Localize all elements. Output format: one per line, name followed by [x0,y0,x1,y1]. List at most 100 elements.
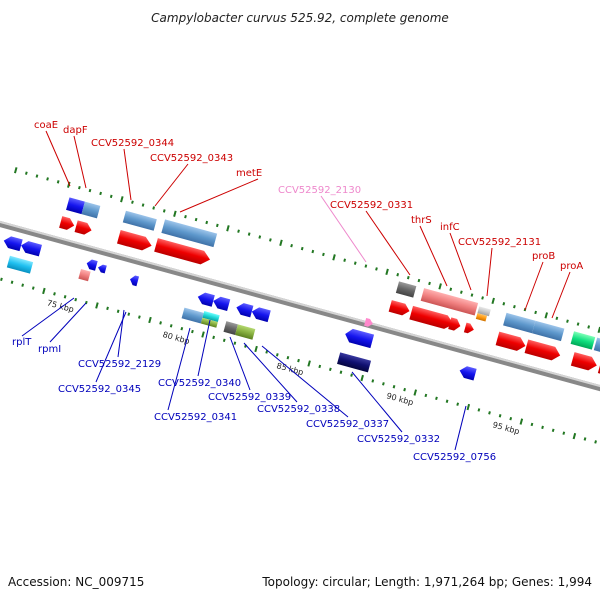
reverse-gene-arrow[interactable] [212,295,231,312]
leader-line [21,297,75,337]
gene-box[interactable] [181,307,204,324]
gene-box[interactable] [122,210,157,231]
scale-tick [194,217,198,222]
gene-label[interactable]: rplT [12,337,32,348]
scale-tick [180,326,184,331]
gene-label[interactable]: CCV52592_0331 [330,200,413,211]
scale-tick [226,225,230,232]
gene-label[interactable]: CCV52592_0332 [357,434,440,445]
forward-gene-arrow[interactable] [463,322,475,335]
reverse-gene-arrow[interactable] [250,306,271,323]
gene-box[interactable] [593,337,600,356]
leader-line [320,195,367,263]
leader-line [167,327,191,411]
scale-tick [470,293,474,297]
reverse-gene-arrow[interactable] [97,264,107,274]
scale-tick [424,393,428,398]
reverse-gene-arrow[interactable] [458,365,477,381]
gene-label[interactable]: rpmI [38,344,61,355]
gene-label[interactable]: dapF [63,125,88,136]
forward-gene-arrow[interactable] [59,216,76,231]
forward-gene-arrow[interactable] [448,317,462,331]
scale-tick [78,185,81,190]
scale-tick [576,322,580,326]
gene-box[interactable] [202,310,220,322]
scale-tick [392,385,396,389]
reverse-gene-arrow[interactable] [2,235,23,252]
gene-label[interactable]: metE [236,168,262,179]
reverse-gene-arrow[interactable] [196,291,215,307]
scale-tick [551,428,555,432]
forward-gene-arrow[interactable] [495,331,528,353]
leader-line [365,210,411,276]
scale-tick [445,399,449,403]
gene-box[interactable] [570,331,596,350]
gene-box[interactable] [532,320,565,342]
reverse-gene-arrow[interactable] [235,302,254,318]
gene-label[interactable]: CCV52592_0343 [150,153,233,164]
gene-label[interactable]: CCV52592_0337 [306,419,389,430]
scale-tick [290,244,293,248]
scale-tick [173,210,177,217]
forward-gene-arrow[interactable] [570,352,599,372]
gene-box[interactable] [78,268,91,282]
gene-box[interactable] [337,352,372,373]
scale-tick [269,238,272,242]
reverse-gene-arrow[interactable] [343,327,375,349]
gene-label[interactable]: proB [532,251,555,262]
scale-tick [544,312,549,319]
forward-gene-arrow[interactable] [116,230,153,252]
leader-line [117,309,125,358]
gene-label[interactable]: proA [560,261,583,272]
gene-box[interactable] [395,281,417,298]
scale-tick [46,177,49,181]
gene-box[interactable] [475,313,488,322]
reverse-gene-arrow[interactable] [85,258,98,271]
gene-label[interactable]: coaE [34,120,58,131]
scale-tick [594,440,597,444]
scale-tick [31,286,35,290]
gene-label[interactable]: CCV52592_0338 [257,404,340,415]
reverse-gene-arrow[interactable] [129,274,140,287]
scale-tick [413,389,417,396]
gene-label[interactable]: CCV52592_2129 [78,359,161,370]
gene-box[interactable] [235,324,256,340]
gene-label[interactable]: CCV52592_0341 [154,412,237,423]
scale-tick [307,360,311,367]
gene-label[interactable]: infC [440,222,460,233]
gene-label[interactable]: CCV52592_2130 [278,185,361,196]
gene-box[interactable] [6,255,34,274]
gene-box[interactable] [81,201,101,219]
scale-tick [13,167,18,174]
gene-box[interactable] [420,288,479,316]
scale-tick [35,174,39,178]
gene-label[interactable]: CCV52592_0340 [158,378,241,389]
reverse-gene-arrow[interactable] [20,240,42,257]
tick-row [0,167,600,444]
gene-label[interactable]: CCV52592_0344 [91,138,174,149]
forward-gene-arrow[interactable] [364,317,374,328]
forward-gene-arrow[interactable] [74,220,94,236]
forward-gene-arrow[interactable] [409,305,455,331]
scale-tick [300,246,304,251]
gene-label[interactable]: CCV52592_2131 [458,237,541,248]
scale-tick [254,345,258,353]
gene-box[interactable] [161,219,218,248]
scale-tick [456,402,460,406]
gene-box[interactable] [66,197,85,215]
gene-label[interactable]: CCV52592_0756 [413,452,496,463]
forward-gene-arrow[interactable] [524,339,562,362]
lower-feature-row [6,255,372,373]
gene-label[interactable]: CCV52592_0345 [58,384,141,395]
forward-gene-arrow[interactable] [388,300,411,317]
gene-box[interactable] [477,306,491,317]
scale-tick [566,319,569,323]
gene-label[interactable]: CCV52592_0339 [208,392,291,403]
gene-label[interactable]: thrS [411,215,432,226]
forward-gene-arrow[interactable] [154,238,212,266]
gene-box[interactable] [223,321,238,335]
label-leader-lines [21,130,571,451]
upper-feature-row [66,197,600,356]
gene-box[interactable] [503,312,536,334]
scale-tick [488,411,491,415]
